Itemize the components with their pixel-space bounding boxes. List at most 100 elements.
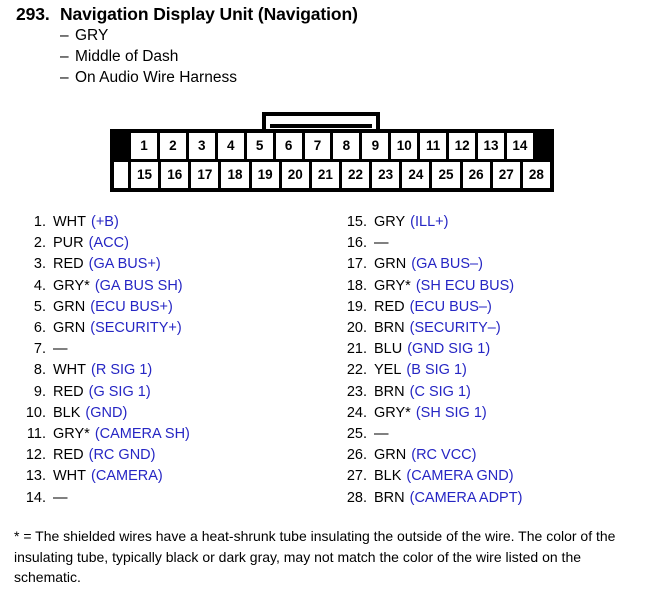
connector-pin-24: 24 <box>402 162 430 188</box>
pin-number: 26. <box>346 447 367 464</box>
pin-list-item: 11.GRY*(CAMERA SH) <box>16 424 326 445</box>
pin-empty-dash: — <box>374 426 389 443</box>
pin-list-item: 4.GRY*(GA BUS SH) <box>16 276 326 297</box>
pin-number: 15. <box>346 214 367 230</box>
pin-list-item: 26.GRN(RC VCC) <box>337 445 647 466</box>
pin-number: 19. <box>346 298 367 315</box>
connector-pin-23: 23 <box>372 162 400 188</box>
pin-number: 8. <box>33 362 46 379</box>
connector-pin-6: 6 <box>275 133 302 159</box>
pin-number: 6. <box>33 320 46 337</box>
pin-wire-color: WHT <box>53 214 87 230</box>
connector-pin-26: 26 <box>462 162 490 188</box>
pin-wire-color: RED <box>374 298 405 315</box>
pin-number: 21. <box>346 341 367 358</box>
pin-list-item: 19. RED(ECU BUS–) <box>337 297 647 318</box>
connector-pin-8: 8 <box>333 133 360 159</box>
pin-list-item: 9. RED(G SIG 1) <box>16 382 326 403</box>
pin-list-item: 14. — <box>16 488 326 509</box>
pin-wire-color: GRY* <box>374 404 411 421</box>
pin-number: 14. <box>25 489 46 506</box>
pin-number: 10. <box>25 404 46 421</box>
connector-pin-15: 15 <box>131 162 159 188</box>
pin-wire-color: GRN <box>53 298 86 315</box>
connector-pin-22: 22 <box>341 162 370 188</box>
connector-pin-1: 1 <box>131 133 157 159</box>
connector-notch-left-icon <box>114 133 128 159</box>
pin-number: 22. <box>346 362 367 379</box>
connector-pin-27: 27 <box>492 162 520 188</box>
connector-pin-7: 7 <box>304 133 331 159</box>
pin-list-item: 5.GRN(ECU BUS+) <box>16 297 326 318</box>
pin-wire-color: BLK <box>53 404 81 421</box>
pin-list-item: 28.BRN(CAMERA ADPT) <box>337 488 647 509</box>
pin-empty-dash: — <box>374 235 389 252</box>
pin-empty-dash: — <box>53 341 68 358</box>
pin-wire-color: GRY* <box>374 277 411 294</box>
connector-pin-13: 13 <box>478 133 504 159</box>
pin-signal-name: (RC GND) <box>88 447 156 464</box>
connector-pin-16: 16 <box>161 162 189 188</box>
pin-wire-color: GRN <box>53 320 86 337</box>
pin-signal-name: (GA BUS+) <box>88 256 161 273</box>
pin-signal-name: (GND SIG 1) <box>407 341 491 358</box>
pin-number: 24. <box>346 404 367 421</box>
pin-list-item: 2.PUR(ACC) <box>16 233 326 254</box>
pin-wire-color: GRY* <box>53 277 90 294</box>
pin-wire-color: RED <box>53 447 84 464</box>
pin-signal-name: (SECURITY–) <box>409 320 501 337</box>
connector-pin-3: 3 <box>188 133 215 159</box>
pin-signal-name: (RC VCC) <box>411 447 477 464</box>
pin-signal-name: (+B) <box>91 214 119 230</box>
pin-signal-name: (GND) <box>85 404 128 421</box>
subtitle-harness-text: On Audio Wire Harness <box>75 69 237 86</box>
page-title-text: Navigation Display Unit (Navigation) <box>60 4 358 24</box>
pin-signal-name: (SH SIG 1) <box>415 404 487 421</box>
pin-number: 2. <box>33 235 46 252</box>
connector-pin-28: 28 <box>522 162 550 188</box>
pin-number: 17. <box>346 256 367 273</box>
pin-wire-color: BLK <box>374 468 402 485</box>
pin-list-item: 21.BLU(GND SIG 1) <box>337 339 647 360</box>
pin-wire-color: WHT <box>53 362 87 379</box>
pin-number: 13. <box>25 468 46 485</box>
pin-signal-name: (G SIG 1) <box>88 383 151 400</box>
pin-signal-name: (CAMERA ADPT) <box>409 489 523 506</box>
pin-list-item: 18.GRY*(SH ECU BUS) <box>337 276 647 297</box>
subtitle-connector-color: –GRY <box>60 25 636 46</box>
pin-wire-color: RED <box>53 383 84 400</box>
connector-pin-18: 18 <box>221 162 249 188</box>
pin-signal-name: (ILL+) <box>410 214 449 230</box>
pin-list-item: 8.WHT(R SIG 1) <box>16 360 326 381</box>
pin-list-item: 22.YEL(B SIG 1) <box>337 360 647 381</box>
pin-number: 16. <box>346 235 367 252</box>
connector-pin-4: 4 <box>217 133 244 159</box>
pin-wire-color: WHT <box>53 468 87 485</box>
pin-signal-name: (GA BUS–) <box>411 256 483 273</box>
connector-pin-2: 2 <box>159 133 186 159</box>
pin-number: 9. <box>33 383 46 400</box>
connector-pin-5: 5 <box>246 133 273 159</box>
connector-blank-cell <box>114 162 128 188</box>
connector-pin-14: 14 <box>506 133 533 159</box>
pin-list-item: 27.BLK(CAMERA GND) <box>337 466 647 487</box>
pin-number: 20. <box>346 320 367 337</box>
pin-number: 27. <box>346 468 367 485</box>
subtitle-location: –Middle of Dash <box>60 46 636 67</box>
subtitle-harness: –On Audio Wire Harness <box>60 67 636 88</box>
pin-signal-name: (GA BUS SH) <box>94 277 183 294</box>
pin-signal-name: (ECU BUS–) <box>409 298 492 315</box>
bullet-dash-icon: – <box>60 48 69 65</box>
pin-list-item: 10. BLK(GND) <box>16 403 326 424</box>
pin-number: 5. <box>33 298 46 315</box>
subtitle-connector-color-text: GRY <box>75 27 109 44</box>
page-header: 293. Navigation Display Unit (Navigation… <box>16 4 636 88</box>
pin-signal-name: (C SIG 1) <box>409 383 471 400</box>
connector-notch-right-icon <box>535 133 550 159</box>
pin-signal-name: (SECURITY+) <box>90 320 182 337</box>
pin-empty-dash: — <box>53 489 68 506</box>
